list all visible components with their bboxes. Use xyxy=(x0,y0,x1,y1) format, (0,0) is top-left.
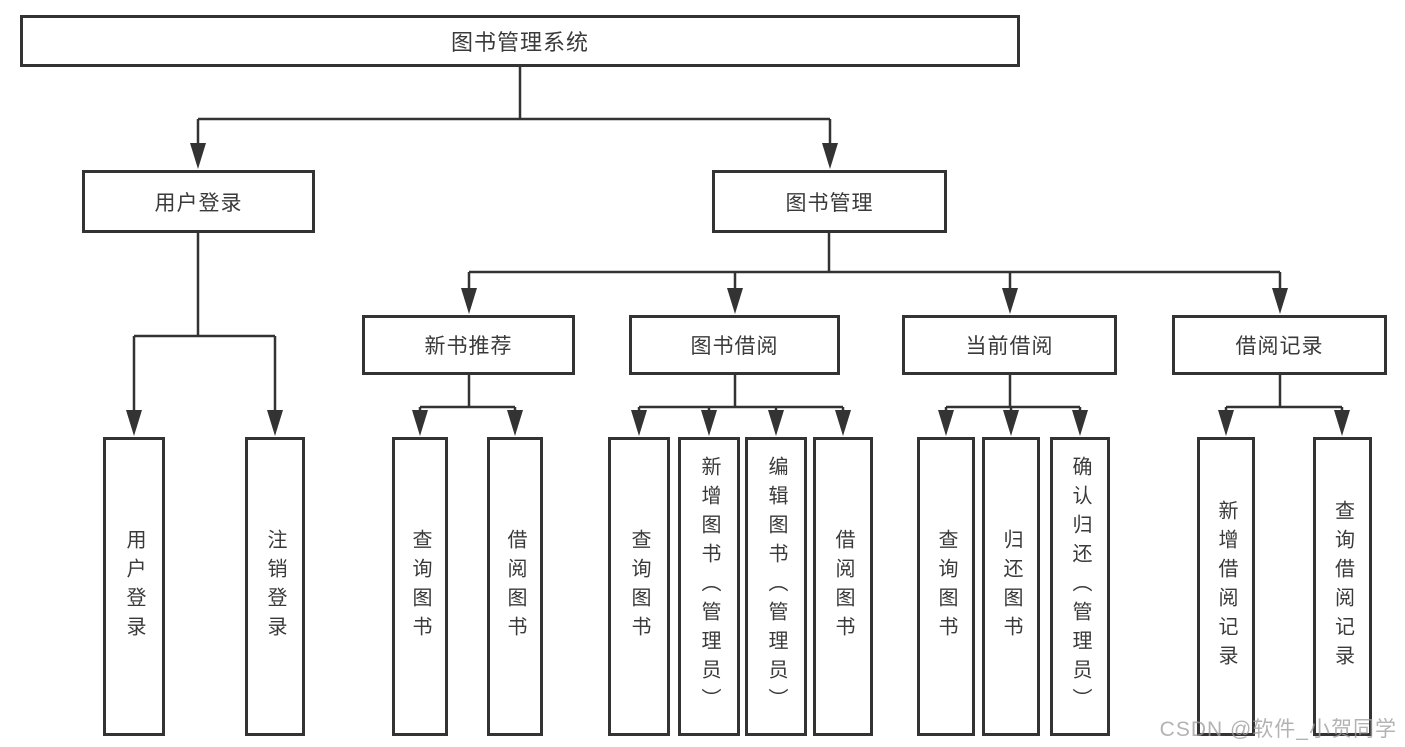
arrowhead-br-query xyxy=(1334,410,1350,436)
leaf-current-confirm-return-admin: 确认归还（管理员） xyxy=(1050,437,1110,736)
arrowhead-nb-query xyxy=(412,410,428,436)
arrowhead-user-login xyxy=(190,143,206,169)
arrowhead-bb-query xyxy=(631,410,647,436)
arrowhead-cb-confirm xyxy=(1072,410,1088,436)
arrowhead-book-borrowing xyxy=(727,288,743,314)
arrowhead-bb-edit xyxy=(768,410,784,436)
node-root-system: 图书管理系统 xyxy=(20,15,1020,67)
arrowhead-book-management xyxy=(822,143,838,169)
arrowhead-br-add xyxy=(1218,410,1234,436)
leaf-newbook-query-books: 查询图书 xyxy=(392,437,448,736)
csdn-watermark: CSDN @软件_小贺同学 xyxy=(1159,718,1397,741)
leaf-borrowing-borrow-books: 借阅图书 xyxy=(813,437,873,736)
leaf-records-query-record: 查询借阅记录 xyxy=(1313,437,1372,736)
leaf-current-query-books: 查询图书 xyxy=(917,437,975,736)
node-user-login: 用户登录 xyxy=(82,170,315,233)
connector-borrow-records-children xyxy=(1224,375,1344,413)
leaf-borrowing-add-books-admin: 新增图书（管理员） xyxy=(678,437,740,736)
arrowhead-nb-borrow xyxy=(507,410,523,436)
leaf-records-add-record: 新增借阅记录 xyxy=(1197,437,1255,736)
leaf-borrowing-query-books: 查询图书 xyxy=(608,437,670,736)
connector-book-borrowing-children xyxy=(637,375,845,413)
arrowhead-bb-borrow xyxy=(835,410,851,436)
leaf-logout: 注销登录 xyxy=(245,437,305,736)
arrowhead-bb-add xyxy=(701,410,717,436)
arrowhead-cb-return xyxy=(1003,410,1019,436)
connector-root-to-level2 xyxy=(196,67,832,150)
arrowhead-new-book-recommend xyxy=(461,288,477,314)
leaf-borrowing-edit-books-admin: 编辑图书（管理员） xyxy=(745,437,807,736)
connector-new-book-children xyxy=(418,375,517,413)
leaf-user-login: 用户登录 xyxy=(103,437,165,736)
node-current-borrowing: 当前借阅 xyxy=(902,315,1117,375)
arrowhead-borrow-records xyxy=(1272,288,1288,314)
arrowhead-leaf-logout xyxy=(267,410,283,436)
arrowhead-current-borrowing xyxy=(1002,288,1018,314)
node-borrow-records: 借阅记录 xyxy=(1172,315,1387,375)
leaf-newbook-borrow-books: 借阅图书 xyxy=(487,437,543,736)
connector-current-borrowing-children xyxy=(944,375,1082,413)
connector-book-management-children xyxy=(467,233,1282,292)
node-book-borrowing: 图书借阅 xyxy=(629,315,840,375)
arrowhead-leaf-user-login xyxy=(126,410,142,436)
arrowhead-cb-query xyxy=(938,410,954,436)
node-new-book-recommend: 新书推荐 xyxy=(362,315,575,375)
node-book-management: 图书管理 xyxy=(712,170,947,233)
leaf-current-return-books: 归还图书 xyxy=(982,437,1040,736)
connector-user-login-children xyxy=(132,233,277,414)
